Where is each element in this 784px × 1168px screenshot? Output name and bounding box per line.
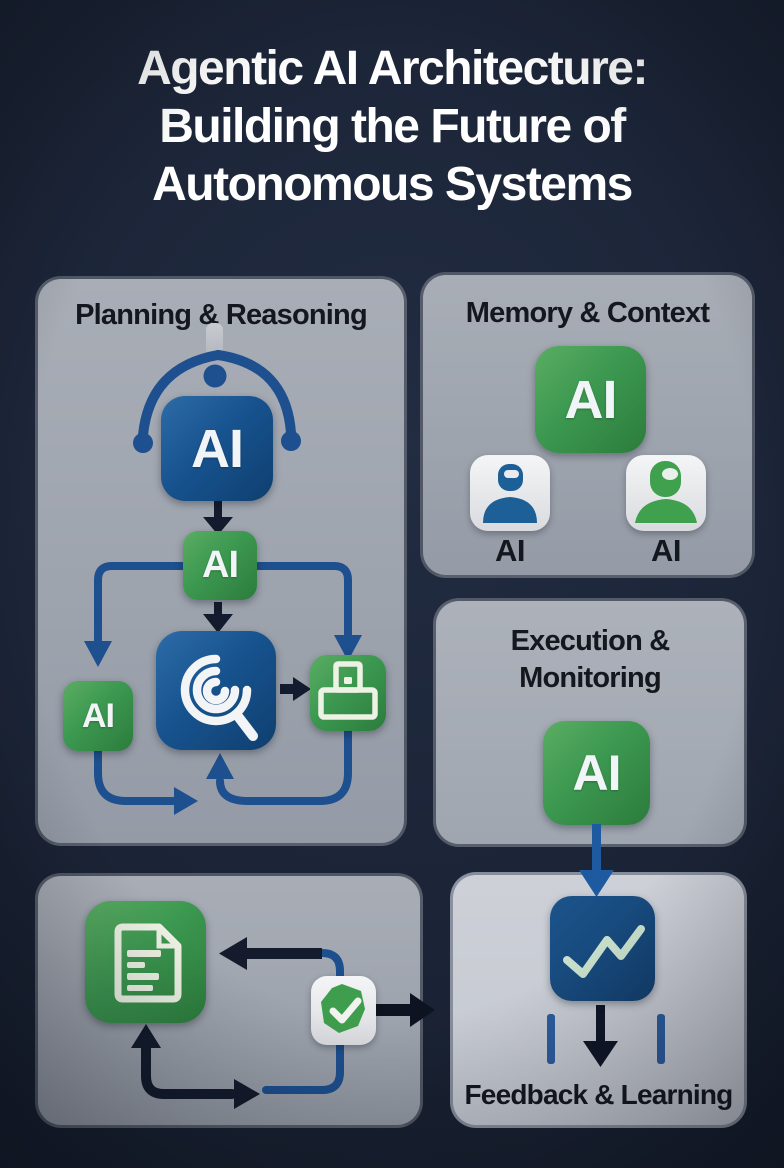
arrow-execution-to-feedback bbox=[579, 824, 614, 897]
